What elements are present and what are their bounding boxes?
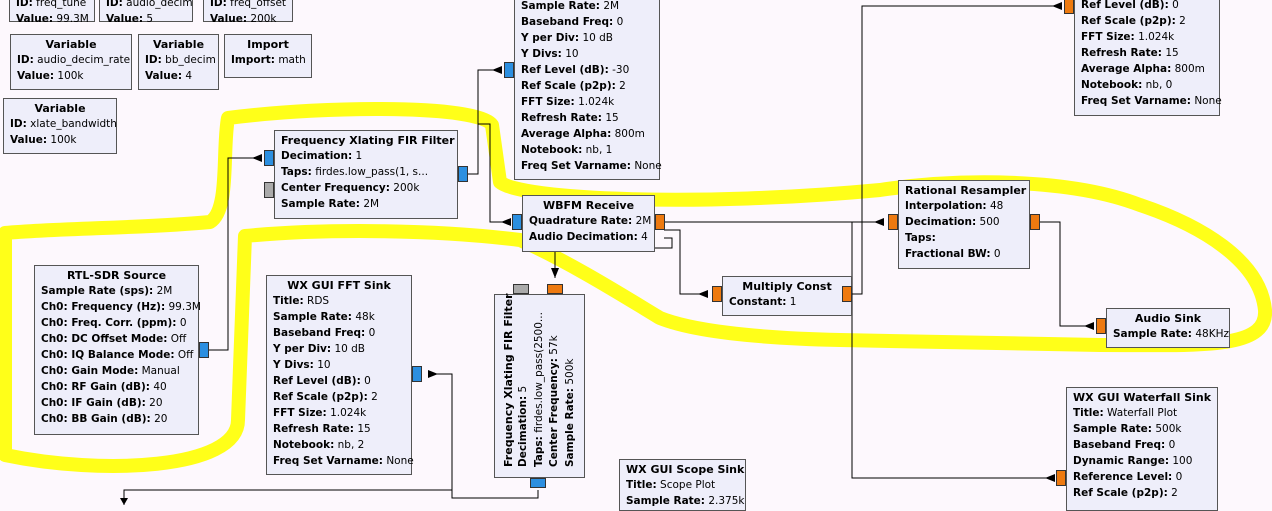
rtl-sdr-source-block[interactable]: RTL-SDR Source Sample Rate (sps): 2M Ch0… [34, 265, 201, 435]
variable-block-bb-decim[interactable]: Variable ID: bb_decim Value: 4 [138, 34, 219, 90]
fft-sink-rds-input-port[interactable] [412, 366, 422, 382]
wire-wbfm-to-xlate2 [554, 237, 673, 278]
wire-rtl-to-xlate [209, 157, 262, 351]
wbfm-output-port[interactable] [655, 214, 665, 230]
wire-to-offscreen [123, 489, 452, 505]
resampler-output-port[interactable] [1030, 214, 1040, 230]
rational-resampler-block[interactable]: Rational Resampler Interpolation: 48 Dec… [898, 180, 1030, 269]
variable-block-xlate-bandwidth[interactable]: Variable ID: xlate_bandwidth Value: 100k [3, 98, 117, 154]
fft-sink-block-right[interactable]: Ref Level (dB): 0 Ref Scale (p2p): 2 FFT… [1074, 0, 1222, 116]
xlating-fir-filter-block-rotated[interactable]: Frequency Xlating FIR Filter Decimation:… [494, 293, 585, 478]
xlating-rot-output-port[interactable] [530, 478, 546, 488]
xlating-rot-input-port[interactable] [547, 284, 563, 294]
waterfall-sink-block[interactable]: WX GUI Waterfall Sink Title: Waterfall P… [1066, 387, 1218, 511]
xlating-fir-filter-block[interactable]: Frequency Xlating FIR Filter Decimation:… [274, 130, 458, 219]
multiply-const-block[interactable]: Multiply Const Constant: 1 [722, 276, 852, 316]
multiply-const-output-port[interactable] [842, 286, 852, 302]
resampler-input-port[interactable] [888, 214, 898, 230]
wire-multiply-to-right [852, 5, 1062, 295]
highlight-loop [0, 102, 1272, 473]
variable-block-audio-decim[interactable]: ID: audio_decim Value: 5 [99, 0, 193, 25]
audio-sink-block[interactable]: Audio Sink Sample Rate: 48KHz [1106, 308, 1230, 348]
wire-xlate-to-wbfm [477, 123, 511, 223]
scope-sink-block[interactable]: WX GUI Scope Sink Title: Scope Plot Samp… [619, 459, 746, 511]
xlating-filter-message-port[interactable] [264, 182, 274, 198]
xlating-filter-output-port[interactable] [458, 166, 468, 182]
waterfall-sink-input-port[interactable] [1056, 470, 1066, 486]
wire-wbfm-to-multiply [664, 229, 708, 295]
xlating-rot-message-port[interactable] [513, 284, 529, 294]
wbfm-input-port[interactable] [512, 214, 522, 230]
fft-sink-block-top[interactable]: Sample Rate: 2M Baseband Freq: 0 Y per D… [514, 0, 662, 180]
xlating-filter-input-port[interactable] [264, 150, 274, 166]
fft-sink-top-input-port[interactable] [504, 62, 514, 78]
wbfm-receive-block[interactable]: WBFM Receive Quadrature Rate: 2M Audio D… [522, 195, 655, 252]
variable-block-freq-tune[interactable]: ID: freq_tune Value: 99.3M [9, 0, 95, 25]
variable-block-audio-decim-rate[interactable]: Variable ID: audio_decim_rate Value: 100… [10, 34, 132, 90]
wire-to-waterfall [851, 222, 1055, 479]
wire-xlate2-to-rds [428, 373, 539, 499]
wire-xlate-to-fft [468, 69, 502, 175]
fft-sink-block-rds[interactable]: WX GUI FFT Sink Title: RDS Sample Rate: … [266, 275, 414, 475]
audio-sink-input-port[interactable] [1096, 318, 1106, 334]
multiply-const-input-port[interactable] [712, 286, 722, 302]
rtl-sdr-output-port[interactable] [199, 342, 209, 358]
wire-resampler-to-audio [1040, 221, 1094, 327]
import-block-math[interactable]: Import Import: math [224, 34, 312, 78]
fft-sink-right-input-port[interactable] [1064, 0, 1074, 14]
variable-block-freq-offset[interactable]: ID: freq_offset Value: 200k [203, 0, 293, 25]
